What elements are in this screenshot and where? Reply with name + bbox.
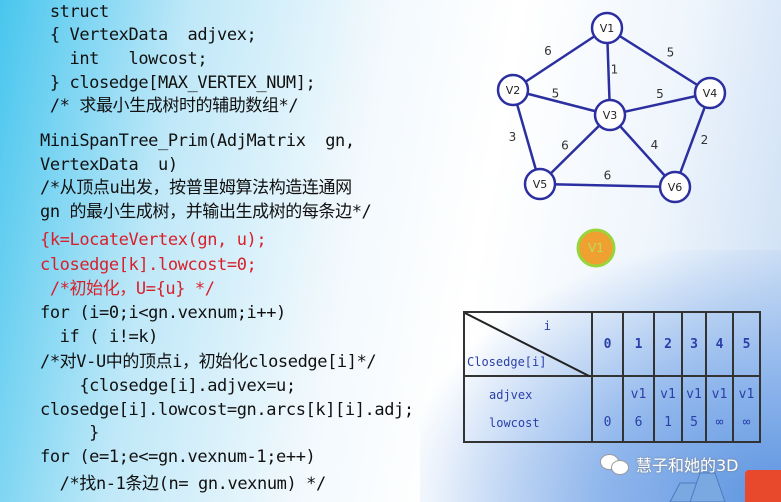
edge-weight: 2 [701, 133, 709, 147]
code-line: } closedge[MAX_VERTEX_NUM]; [40, 73, 316, 93]
code-line: /*找n-1条边(n= gn.vexnum) */ [40, 474, 327, 494]
selected-vertex-label: V1 [588, 241, 604, 255]
table-corner-top: i [543, 319, 551, 333]
code-line: /*初始化，U={u} */ [40, 279, 215, 299]
edge-weight: 5 [667, 46, 675, 60]
table-cell: v1 1 [653, 375, 683, 443]
code-line: for (e=1;e<=gn.vexnum-1;e++) [40, 447, 316, 467]
code-line: struct [40, 2, 109, 22]
edge-V2-V3 [512, 88, 611, 117]
edge-weight: 6 [604, 169, 612, 183]
row-label-lowcost: lowcost [489, 416, 540, 430]
wechat-icon [600, 454, 630, 475]
table-cell: v1 6 [622, 375, 655, 443]
vertex-V3 [593, 98, 627, 132]
adjvex-value: v1 [711, 387, 728, 402]
code-line: {k=LocateVertex(gn, u); [40, 230, 267, 250]
adjvex-value: v1 [686, 387, 702, 402]
edge-V3-V4 [609, 91, 711, 117]
lowcost-value: ∞ [742, 415, 751, 430]
edge-weight: 6 [561, 139, 569, 153]
table-cell: 0 [591, 375, 624, 443]
edge-V5-V6 [539, 182, 676, 189]
watermark: 慧子和她的3D [600, 452, 739, 476]
table-cell: v1 ∞ [705, 375, 734, 443]
table-corner-cell: i Closedge[i] [463, 311, 593, 377]
watermark-text: 慧子和她的3D [636, 456, 739, 475]
code-line: /*对V-U中的顶点i，初始化closedge[i]*/ [40, 352, 377, 372]
edge-V1-V4 [606, 26, 711, 95]
code-line: } [40, 423, 100, 443]
edge-weight: 6 [544, 44, 552, 58]
code-line: VertexData u) [40, 155, 178, 175]
code-line: { VertexData adjvex; [40, 25, 257, 45]
code-line: closedge[i].lowcost=gn.arcs[k][i].adj; [40, 400, 414, 420]
corner-decoration [745, 470, 781, 502]
code-line: gn 的最小生成树，并输出生成树的每条边*/ [40, 202, 372, 222]
edge-V2-V5 [511, 89, 542, 185]
table-cell: v1 ∞ [732, 375, 761, 443]
column-header: 3 [681, 311, 707, 377]
edge-weight: 3 [509, 130, 517, 144]
code-line: int lowcost; [40, 49, 208, 69]
edge-weight: 4 [651, 138, 659, 152]
code-listing: struct { VertexData adjvex; int lowcost;… [40, 2, 414, 494]
lowcost-value: 6 [634, 415, 643, 430]
vertex-label: V1 [600, 22, 615, 35]
selected-vertex [576, 228, 616, 268]
code-line: closedge[k].lowcost=0; [40, 255, 257, 275]
lowcost-value: 5 [690, 415, 698, 430]
vertex-label: V6 [668, 181, 683, 194]
vertex-label: V4 [703, 87, 718, 100]
adjvex-value: v1 [660, 387, 676, 402]
lowcost-value: 0 [603, 415, 612, 430]
adjvex-value: v1 [630, 387, 647, 402]
closedge-table: i Closedge[i] 0 1 2 3 4 5 adjvex lowcost… [463, 311, 761, 443]
vertex-V1 [590, 11, 624, 45]
row-labels: adjvex lowcost [463, 375, 593, 443]
edge-weight: 5 [656, 87, 664, 101]
column-header: 1 [622, 311, 655, 377]
edge-weight: 5 [552, 87, 560, 101]
vertex-label: V3 [603, 109, 618, 122]
table-corner-bottom: Closedge[i] [467, 355, 547, 369]
code-line: for (i=0;i<gn.vexnum;i++) [40, 303, 286, 323]
adjvex-value: v1 [738, 387, 755, 402]
edge-V1-V2 [512, 26, 608, 92]
vertex-label: V5 [533, 178, 548, 191]
vertex-V2 [496, 73, 530, 107]
lowcost-value: 1 [664, 415, 672, 430]
vertex-V4 [693, 76, 727, 110]
code-line: if ( i!=k) [40, 327, 159, 347]
lowcost-value: ∞ [715, 415, 724, 430]
vertex-V5 [523, 167, 557, 201]
column-header: 4 [705, 311, 734, 377]
vertex-V6 [658, 170, 692, 204]
code-line: /*从顶点u出发，按普里姆算法构造连通网 [40, 178, 352, 198]
row-label-adjvex: adjvex [489, 388, 533, 402]
adjvex-value [593, 381, 622, 409]
playback-controls[interactable] [660, 465, 730, 502]
code-line: {closedge[i].adjvex=u; [40, 376, 296, 396]
edge-V3-V5 [539, 114, 611, 185]
column-header: 2 [653, 311, 683, 377]
code-line: MiniSpanTree_Prim(AdjMatrix gn, [40, 131, 355, 151]
table-cell: v1 5 [681, 375, 707, 443]
column-header: 0 [591, 311, 624, 377]
edge-V4-V6 [673, 92, 712, 188]
vertex-label: V2 [506, 84, 521, 97]
edge-weight: 1 [611, 63, 619, 77]
column-header: 5 [732, 311, 761, 377]
code-line: /* 求最小生成树时的辅助数组*/ [40, 96, 299, 116]
